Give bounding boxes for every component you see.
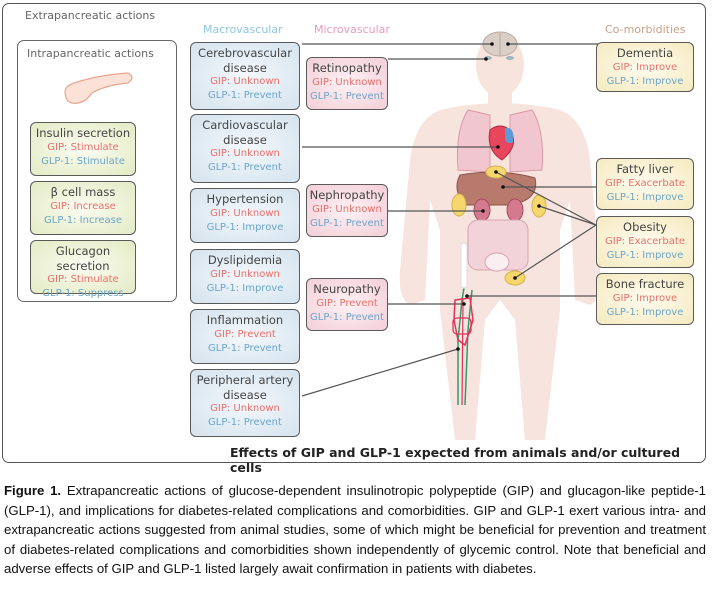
inflammation-box: Inflammation GIP: Prevent GLP-1: Prevent [190, 309, 300, 364]
box-title: Fatty liver [616, 162, 674, 176]
glp1-effect: GLP-1: Improve [206, 282, 284, 294]
box-title: Cerebrovascular disease [198, 46, 292, 75]
glp1-effect: GLP-1: Improve [606, 306, 684, 318]
box-title: Nephropathy [309, 188, 385, 202]
glp1-effect: GLP-1: Prevent [310, 311, 384, 323]
box-title: Obesity [623, 220, 667, 234]
pancreas-icon [64, 72, 133, 104]
gip-effect: GIP: Stimulate [47, 141, 119, 153]
dyslipidemia-box: Dyslipidemia GIP: Unknown GLP-1: Improve [190, 249, 300, 304]
glp1-effect: GLP-1: Prevent [208, 417, 282, 428]
macrovascular-header: Macrovascular [203, 23, 283, 36]
beta-cell-mass-box: β cell mass GIP: Increase GLP-1: Increas… [30, 181, 136, 235]
gip-effect: GIP: Unknown [312, 76, 382, 88]
gip-effect: GIP: Exacerbate [605, 177, 685, 189]
gip-effect: GIP: Unknown [210, 148, 280, 159]
glp1-effect: GLP-1: Prevent [310, 90, 384, 102]
gip-effect: GIP: Exacerbate [605, 235, 685, 247]
gip-effect: GIP: Unknown [312, 203, 382, 215]
comorbidities-header: Co-morbidities [605, 23, 686, 36]
dementia-box: Dementia GIP: Improve GLP-1: Improve [596, 42, 694, 92]
gip-effect: GIP: Unknown [210, 76, 280, 87]
intrapancreatic-panel: Intrapancreatic actions [17, 40, 177, 302]
gip-effect: GIP: Unknown [210, 268, 280, 280]
insulin-secretion-box: Insulin secretion GIP: Stimulate GLP-1: … [30, 122, 136, 176]
glp1-effect: GLP-1: Improve [606, 191, 684, 203]
nephropathy-box: Nephropathy GIP: Unknown GLP-1: Prevent [306, 184, 388, 237]
glp1-effect: GLP-1: Prevent [208, 162, 282, 173]
glp1-effect: GLP-1: Prevent [208, 342, 282, 354]
microvascular-header: Microvascular [314, 23, 390, 36]
hypertension-box: Hypertension GIP: Unknown GLP-1: Improve [190, 188, 300, 243]
gip-effect: GIP: Unknown [210, 207, 280, 219]
glp1-effect: GLP-1: Improve [606, 249, 684, 261]
neuropathy-box: Neuropathy GIP: Prevent GLP-1: Prevent [306, 278, 388, 331]
gip-effect: GIP: Unknown [210, 403, 280, 414]
lungs-icon [457, 109, 543, 173]
box-title: Cardiovascular disease [202, 118, 288, 147]
peripheral-artery-box: Peripheral artery disease GIP: Unknown G… [190, 369, 300, 437]
glp1-effect: GLP-1: Suppress [42, 288, 124, 299]
box-title: Hypertension [206, 192, 284, 206]
glp1-effect: GLP-1: Stimulate [41, 155, 125, 167]
box-title: Glucagon secretion [55, 244, 111, 273]
bone-icon [460, 242, 468, 289]
gip-effect: GIP: Stimulate [47, 274, 119, 285]
gip-effect: GIP: Prevent [214, 328, 276, 340]
fatty-liver-box: Fatty liver GIP: Exacerbate GLP-1: Impro… [596, 158, 694, 210]
glp1-effect: GLP-1: Improve [606, 75, 684, 87]
box-title: Peripheral artery disease [196, 373, 294, 402]
outer-title: Extrapancreatic actions [25, 9, 156, 22]
gip-effect: GIP: Improve [612, 292, 678, 304]
caption-label: Figure 1. [4, 483, 62, 498]
glp1-effect: GLP-1: Improve [206, 221, 284, 233]
connector-lines [301, 43, 598, 397]
box-title: β cell mass [50, 185, 116, 199]
glp1-effect: GLP-1: Prevent [208, 90, 282, 101]
box-title: Dementia [616, 46, 674, 60]
cerebrovascular-box: Cerebrovascular disease GIP: Unknown GLP… [190, 42, 300, 110]
gip-effect: GIP: Prevent [316, 297, 378, 309]
box-title: Bone fracture [605, 277, 685, 291]
figure-footer: Effects of GIP and GLP-1 expected from a… [230, 445, 681, 475]
glp1-effect: GLP-1: Increase [44, 214, 122, 226]
caption-text: Extrapancreatic actions of glucose-depen… [4, 483, 706, 576]
body-diagram [301, 31, 601, 440]
figure-caption: Figure 1. Extrapancreatic actions of glu… [4, 481, 706, 579]
box-title: Retinopathy [312, 61, 382, 75]
gip-effect: GIP: Increase [50, 200, 116, 212]
box-title: Neuropathy [313, 282, 381, 296]
box-title: Insulin secretion [35, 126, 131, 140]
glucagon-secretion-box: Glucagon secretion GIP: Stimulate GLP-1:… [30, 240, 136, 299]
cardiovascular-box: Cardiovascular disease GIP: Unknown GLP-… [190, 114, 300, 183]
glp1-effect: GLP-1: Prevent [310, 217, 384, 229]
box-title: Inflammation [206, 313, 284, 327]
obesity-box: Obesity GIP: Exacerbate GLP-1: Improve [596, 216, 694, 268]
intra-title: Intrapancreatic actions [27, 47, 154, 60]
box-title: Dyslipidemia [207, 253, 283, 267]
bone-fracture-box: Bone fracture GIP: Improve GLP-1: Improv… [596, 273, 694, 325]
gip-effect: GIP: Improve [612, 61, 678, 73]
retinopathy-box: Retinopathy GIP: Unknown GLP-1: Prevent [306, 57, 388, 110]
